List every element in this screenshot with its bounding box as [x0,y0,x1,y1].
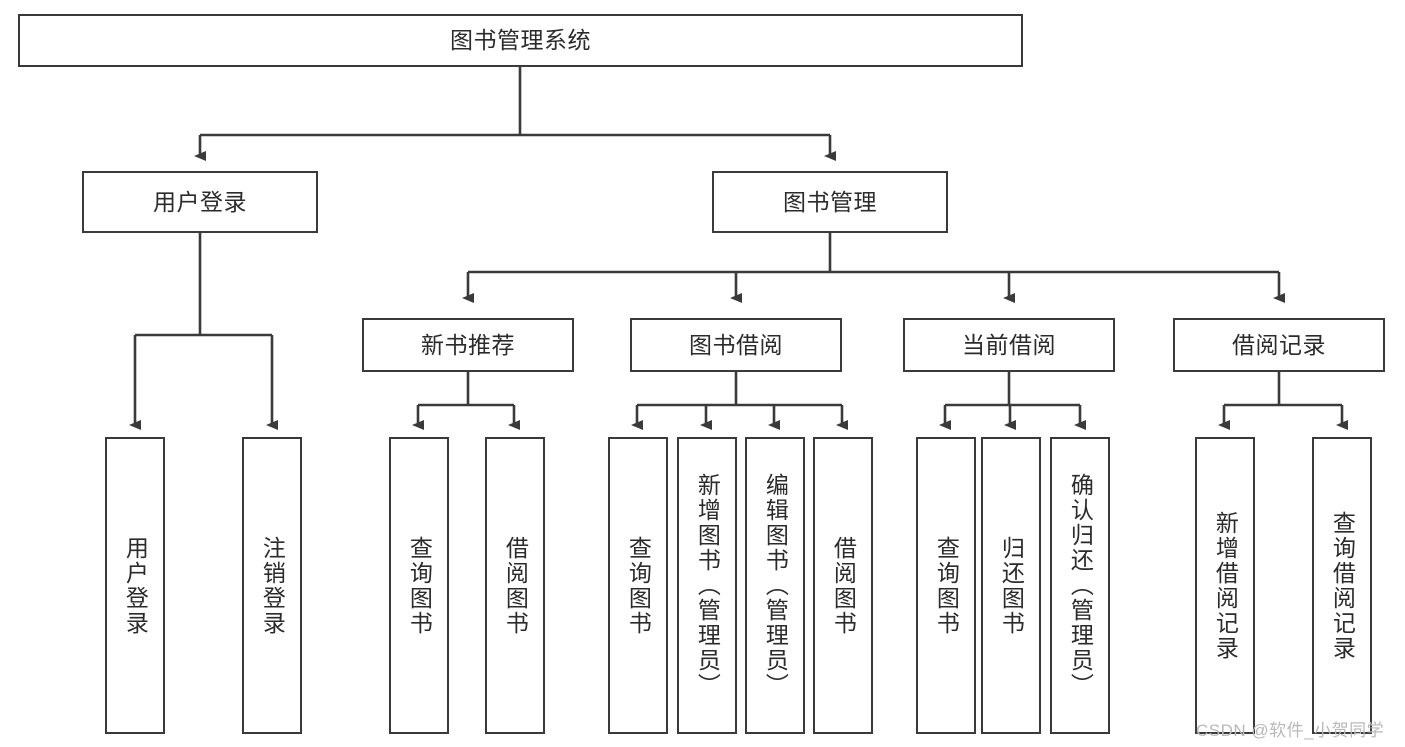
node-label: 编辑图书（管理员） [762,473,789,698]
node-label: 借阅图书 [502,535,529,636]
node-label: 图书管理 [783,188,877,215]
node-label: 归还图书 [998,535,1025,636]
leaf-book-borrow-add-book-admin[interactable]: 新增图书（管理员） [677,437,737,734]
node-label: 借阅记录 [1232,331,1326,358]
leaf-borrow-record-query-record[interactable]: 查询借阅记录 [1312,437,1372,734]
leaf-user-login-login[interactable]: 用户登录 [105,437,165,734]
leaf-new-book-borrow-book[interactable]: 借阅图书 [485,437,545,734]
leaf-book-borrow-edit-book-admin[interactable]: 编辑图书（管理员） [745,437,805,734]
node-label: 图书管理系统 [450,27,591,54]
leaf-new-book-query-book[interactable]: 查询图书 [389,437,449,734]
node-borrow-record[interactable]: 借阅记录 [1173,318,1385,372]
node-label: 新增借阅记录 [1212,510,1239,661]
leaf-borrow-record-add-record[interactable]: 新增借阅记录 [1195,437,1255,734]
node-label: 新增图书（管理员） [694,473,721,698]
leaf-current-borrow-confirm-return-admin[interactable]: 确认归还（管理员） [1050,437,1110,734]
node-label: 查询图书 [933,535,960,636]
node-label: 查询借阅记录 [1329,510,1356,661]
leaf-book-borrow-borrow-book[interactable]: 借阅图书 [813,437,873,734]
node-book-borrow[interactable]: 图书借阅 [630,318,842,372]
node-label: 当前借阅 [962,331,1056,358]
csdn-watermark: CSDN @软件_小贺同学 [1196,721,1385,740]
node-label: 注销登录 [259,535,286,636]
node-new-book-recommend[interactable]: 新书推荐 [362,318,574,372]
leaf-user-login-logout[interactable]: 注销登录 [242,437,302,734]
node-user-login[interactable]: 用户登录 [82,171,318,233]
leaf-current-borrow-return-book[interactable]: 归还图书 [981,437,1041,734]
node-book-management[interactable]: 图书管理 [712,171,948,233]
node-label: 查询图书 [406,535,433,636]
node-label: 用户登录 [122,535,149,636]
node-current-borrow[interactable]: 当前借阅 [903,318,1115,372]
leaf-current-borrow-query-book[interactable]: 查询图书 [916,437,976,734]
node-label: 用户登录 [153,188,247,215]
node-label: 新书推荐 [421,331,515,358]
node-label: 确认归还（管理员） [1067,473,1094,698]
leaf-book-borrow-query-book[interactable]: 查询图书 [608,437,668,734]
node-label: 查询图书 [625,535,652,636]
node-root-book-management-system[interactable]: 图书管理系统 [18,14,1023,67]
node-label: 图书借阅 [689,331,783,358]
node-label: 借阅图书 [830,535,857,636]
